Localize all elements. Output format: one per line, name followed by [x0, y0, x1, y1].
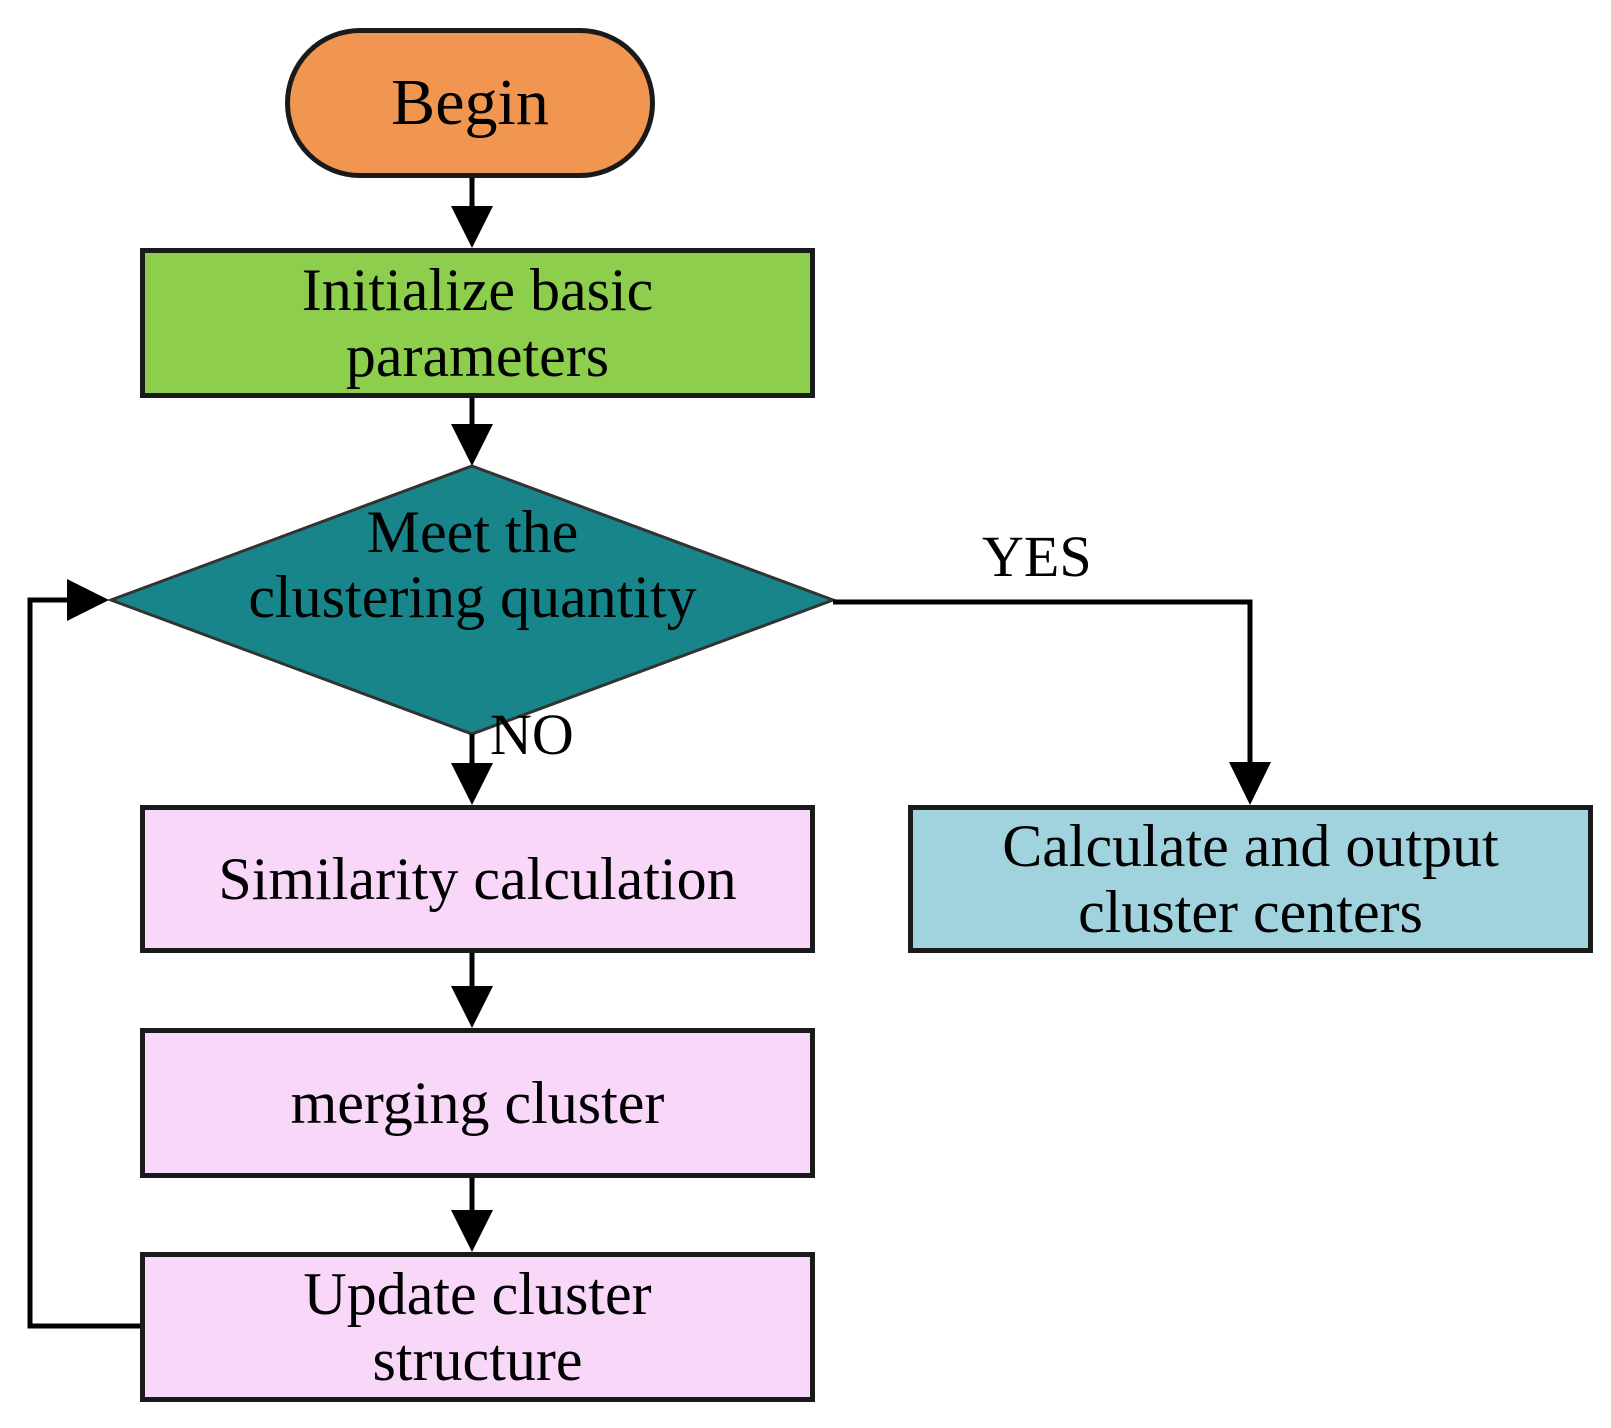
arrowhead-begin-initialize: [451, 206, 493, 248]
node-similarity: Similarity calculation: [140, 805, 815, 953]
edge-update-decision-loop: [27, 597, 140, 1329]
node-calculate-label-line1: Calculate and output: [1002, 813, 1499, 879]
node-begin-label: Begin: [391, 65, 549, 139]
arrowhead-merging-update: [451, 1210, 493, 1252]
node-decision-label-line2: clustering quantity: [248, 563, 697, 630]
node-decision-label: Meet the clustering quantity: [150, 472, 795, 657]
node-merging-label: merging cluster: [290, 1070, 665, 1136]
arrowhead-decision-similarity: [451, 763, 493, 805]
node-initialize-label-line2: parameters: [345, 323, 610, 389]
node-update-label-line1: Update cluster: [303, 1261, 652, 1327]
edge-label-yes: YES: [982, 524, 1092, 589]
edge-decision-calculate: [833, 599, 1253, 768]
node-initialize: Initialize basic parameters: [140, 248, 815, 398]
node-update: Update cluster structure: [140, 1252, 815, 1402]
node-decision-label-line1: Meet the: [366, 498, 579, 565]
node-merging: merging cluster: [140, 1028, 815, 1178]
arrowhead-decision-calculate: [1229, 762, 1271, 805]
arrowhead-initialize-decision: [451, 424, 493, 466]
arrowhead-update-decision-loop: [67, 579, 109, 621]
node-similarity-label: Similarity calculation: [218, 846, 737, 912]
edge-label-no: NO: [490, 702, 574, 767]
node-update-label-line2: structure: [372, 1327, 583, 1393]
node-initialize-label-line1: Initialize basic: [301, 257, 654, 323]
node-calculate: Calculate and output cluster centers: [908, 805, 1593, 953]
node-begin: Begin: [285, 28, 655, 178]
arrowhead-similarity-merging: [451, 986, 493, 1028]
node-calculate-label-line2: cluster centers: [1078, 879, 1423, 945]
